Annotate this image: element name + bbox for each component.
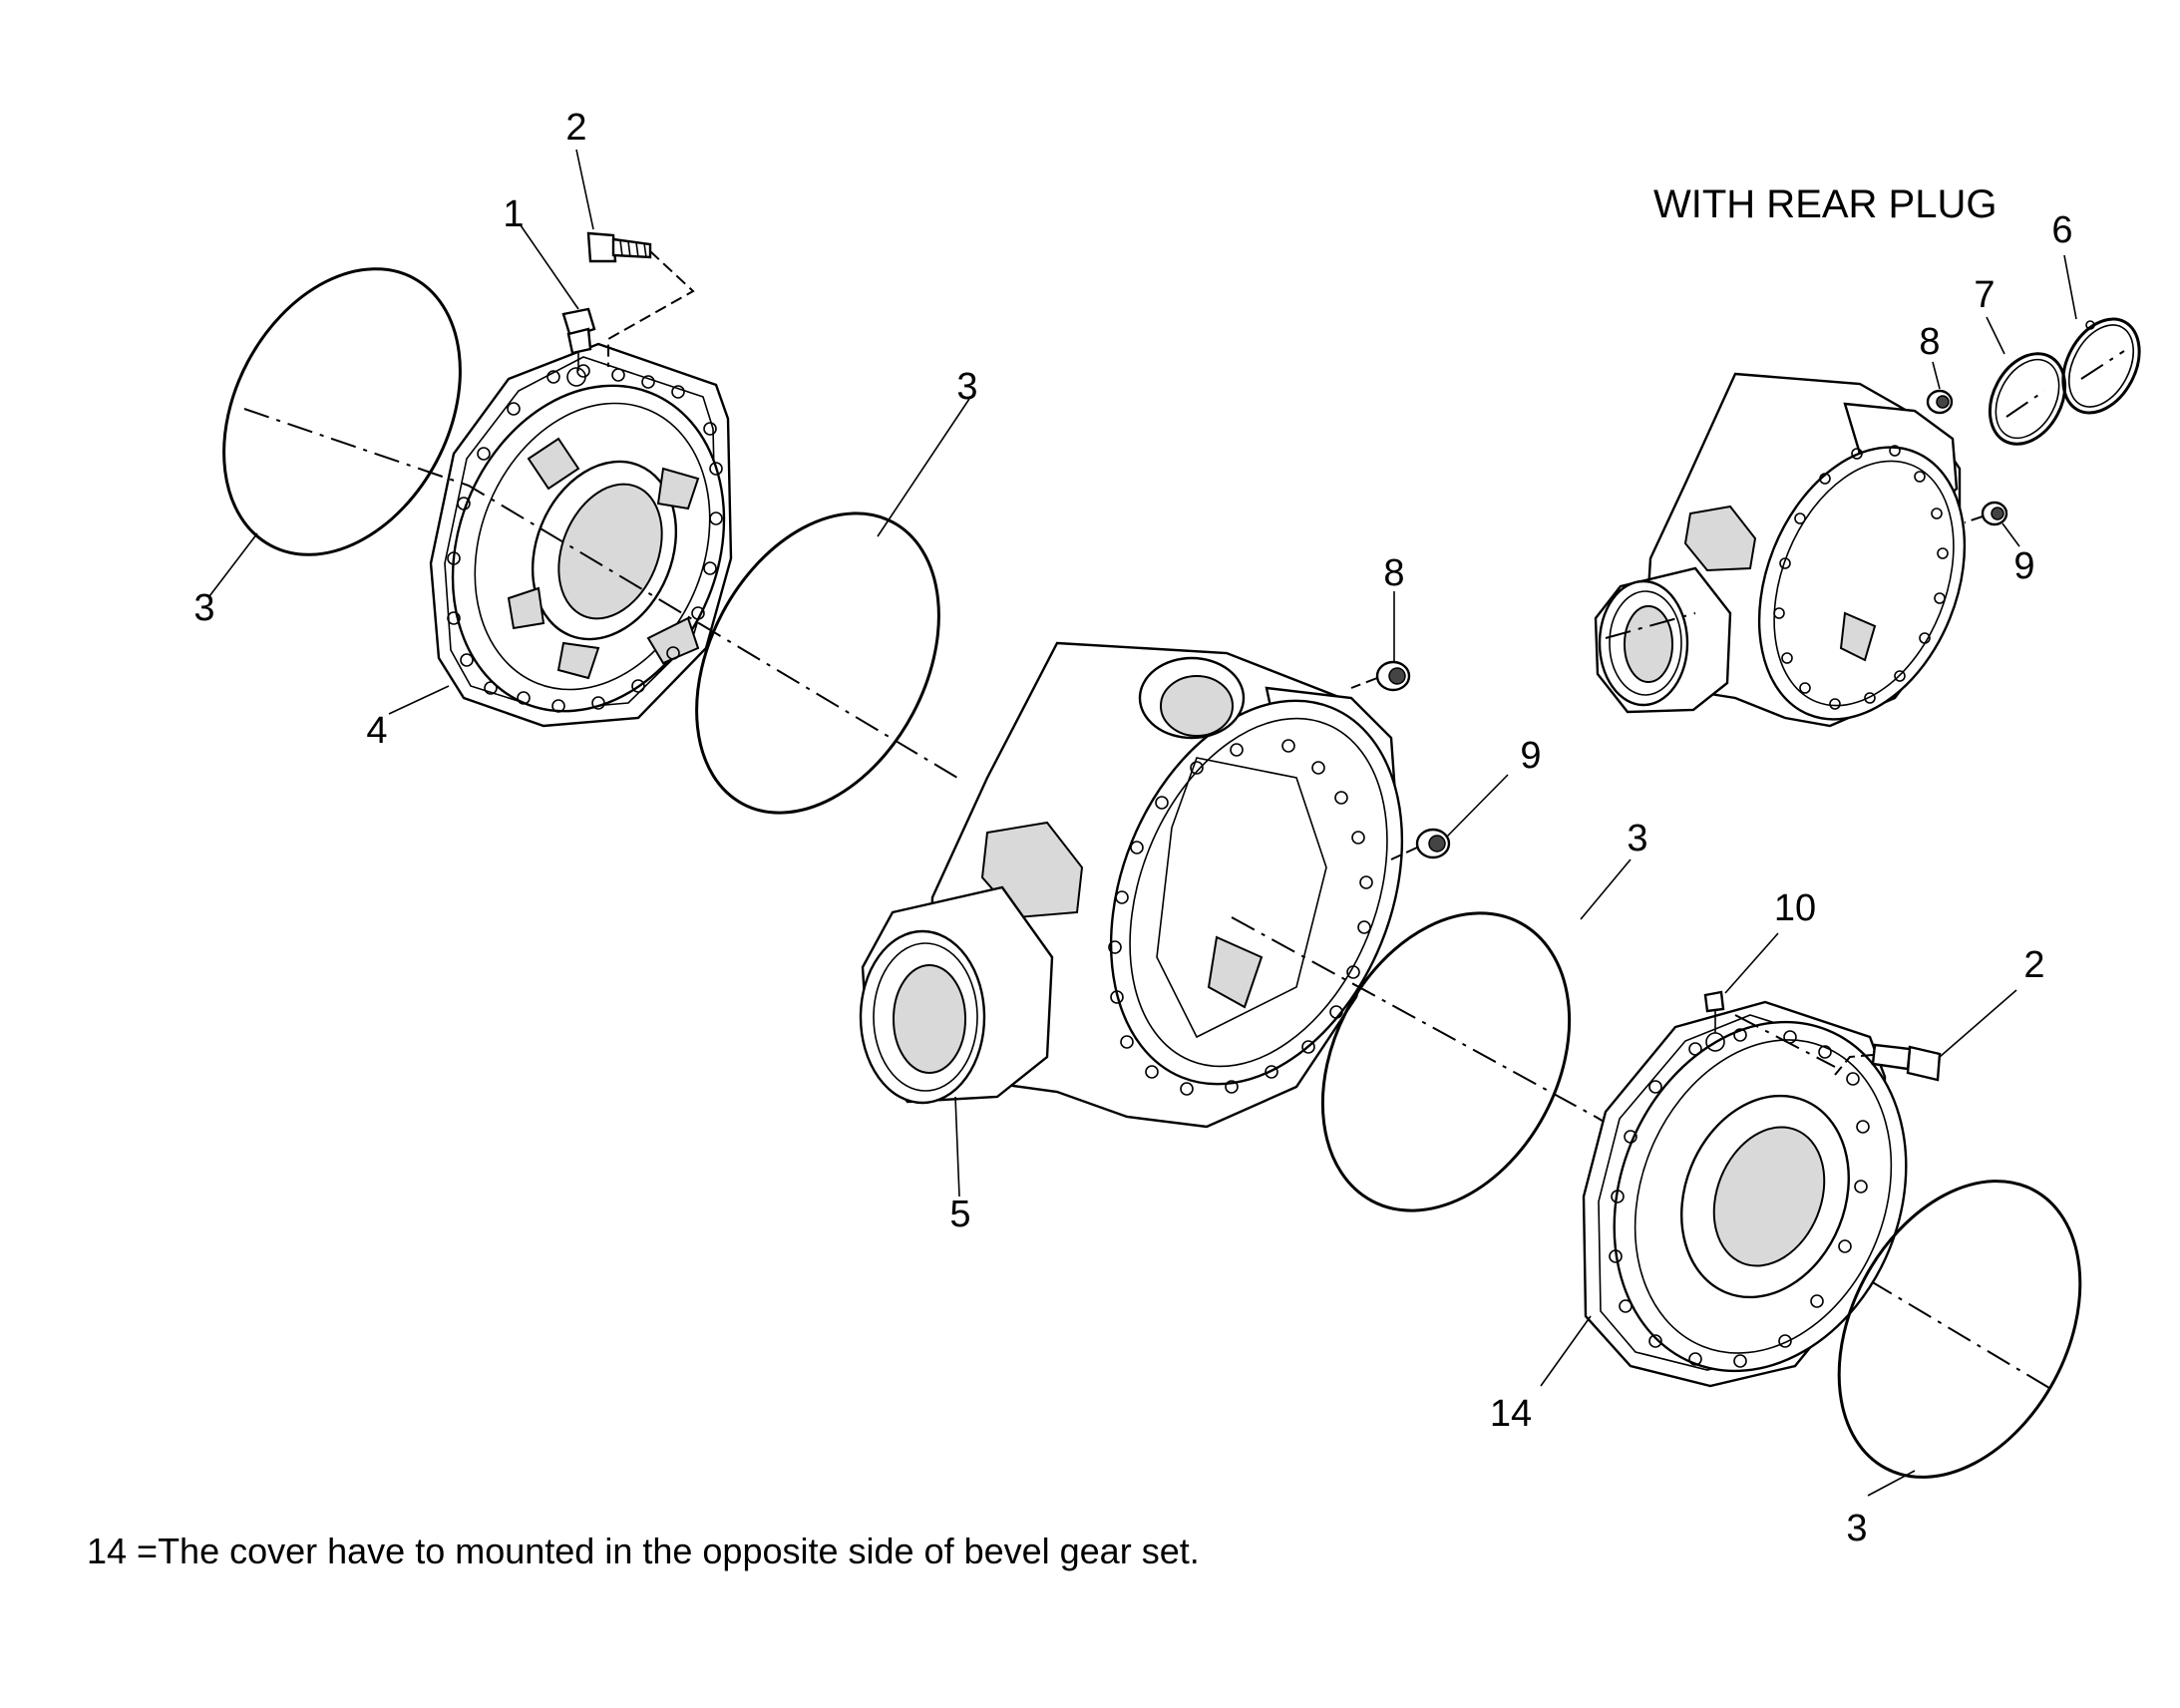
o-ring-center [695, 512, 940, 815]
bolt-1 [561, 307, 596, 371]
cover-14 [1582, 1000, 1908, 1388]
cover-left [429, 342, 733, 728]
callout-2-top: 2 [565, 107, 586, 149]
inset-housing [1594, 372, 1967, 728]
callout-1: 1 [503, 193, 524, 235]
callout-6: 6 [2051, 209, 2072, 251]
plug-8-rear [1926, 389, 1954, 415]
footnote: 14 =The cover have to mounted in the opp… [87, 1531, 1200, 1571]
callout-3-lower: 3 [1627, 818, 1647, 859]
callout-14: 14 [1490, 1393, 1532, 1435]
inset-heading: WITH REAR PLUG [1653, 182, 1997, 226]
rear-plug-7 [1988, 352, 2067, 446]
plug-8-main [1350, 660, 1411, 692]
snap-ring-6 [2061, 317, 2141, 415]
callout-8-main: 8 [1383, 552, 1404, 594]
axle-housing-main [859, 641, 1404, 1129]
callout-9-main: 9 [1520, 735, 1541, 777]
callout-2-lower: 2 [2023, 944, 2044, 986]
callout-4: 4 [366, 710, 387, 752]
callout-3-bottom: 3 [1846, 1508, 1867, 1549]
callout-5: 5 [949, 1194, 970, 1235]
leader-lines [208, 149, 2077, 1497]
o-ring-bottom [1837, 1180, 2082, 1479]
plug-10 [1703, 990, 1725, 1033]
callout-8-rear: 8 [1919, 321, 1940, 363]
callout-3-left: 3 [193, 587, 214, 629]
plug-9-rear [1964, 501, 2008, 526]
callout-10: 10 [1774, 887, 1816, 929]
callout-9-rear: 9 [2013, 545, 2034, 587]
screw-2-top [586, 231, 652, 263]
screw-2-lower [1834, 1043, 1942, 1082]
o-ring-left [222, 267, 462, 556]
o-ring-lower [1320, 911, 1572, 1212]
plug-9-main [1390, 828, 1451, 860]
callout-3-center: 3 [956, 366, 977, 408]
callout-7: 7 [1974, 274, 1995, 316]
